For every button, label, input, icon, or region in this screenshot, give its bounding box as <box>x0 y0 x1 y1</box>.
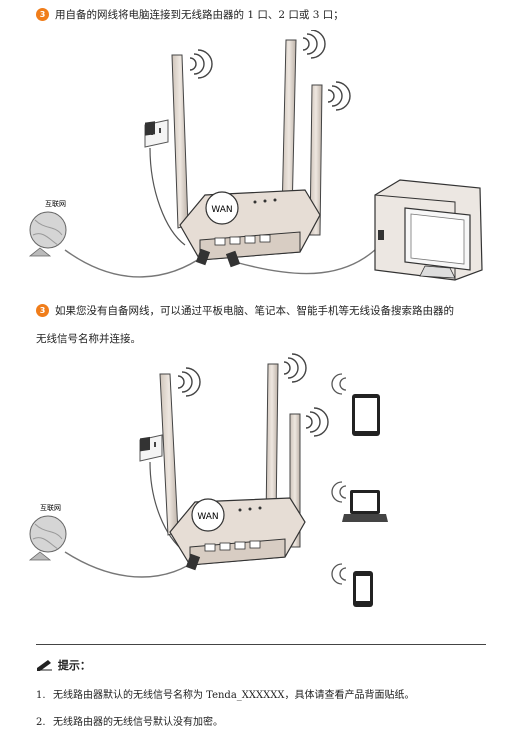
step-4-text-line2: 无线信号名称并连接。 <box>36 333 141 345</box>
step-3-instruction: 3 用自备的网线将电脑连接到无线路由器的 1 口、2 口或 3 口； <box>36 4 344 26</box>
router-antenna-left <box>171 54 189 229</box>
wan-port-callout: WAN <box>191 498 225 532</box>
tip-text: 无线路由器的无线信号默认没有加密。 <box>53 717 223 728</box>
wireless-connection-illustration: WAN 互联网 <box>28 353 388 607</box>
tip-item: 1. 无线路由器默认的无线信号名称为 Tenda_XXXXXX，具体请查看产品背面… <box>36 686 415 701</box>
wifi-signal-icon <box>177 353 329 437</box>
step-number-badge: 3 <box>36 8 49 21</box>
router-antenna-middle <box>281 39 297 216</box>
tip-number: 1. <box>36 690 46 701</box>
step-4-text-line1: 如果您没有自备网线，可以通过平板电脑、笔记本、智能手机等无线设备搜索路由器的 <box>55 305 454 317</box>
tip-item: 2. 无线路由器的无线信号默认没有加密。 <box>36 713 223 728</box>
power-outlet-icon <box>144 119 169 148</box>
tips-heading: 提示： <box>36 657 91 673</box>
step-4-instruction-cont: 无线信号名称并连接。 <box>36 328 141 350</box>
wired-connection-illustration: WAN 互联网 <box>28 30 483 281</box>
step-3-text: 用自备的网线将电脑连接到无线路由器的 1 口、2 口或 3 口； <box>55 9 344 21</box>
internet-globe-icon: 互联网 <box>28 199 67 257</box>
wan-label: WAN <box>211 205 232 215</box>
smartphone-icon <box>331 563 373 607</box>
tip-number: 2. <box>36 717 46 728</box>
tip-text: 无线路由器默认的无线信号名称为 Tenda_XXXXXX，具体请查看产品背面贴纸… <box>53 690 415 701</box>
wifi-signal-icon <box>189 30 351 111</box>
pencil-note-icon <box>37 660 52 671</box>
power-outlet-icon <box>139 434 163 462</box>
step-number-badge: 3 <box>36 304 49 317</box>
wan-label: WAN <box>197 512 218 522</box>
tablet-icon <box>331 373 380 436</box>
step-4-instruction: 3 如果您没有自备网线，可以通过平板电脑、笔记本、智能手机等无线设备搜索路由器的 <box>36 300 454 322</box>
laptop-icon <box>331 481 388 522</box>
router-antenna-right <box>309 84 323 236</box>
wan-port-callout: WAN <box>205 191 239 225</box>
tips-title: 提示： <box>57 659 91 672</box>
internet-label: 互联网 <box>40 503 61 512</box>
internet-label: 互联网 <box>45 199 66 208</box>
router-antenna-left <box>159 373 179 536</box>
internet-globe-icon: 互联网 <box>28 503 67 561</box>
desktop-computer-icon <box>374 179 483 281</box>
tips-divider <box>36 644 486 645</box>
